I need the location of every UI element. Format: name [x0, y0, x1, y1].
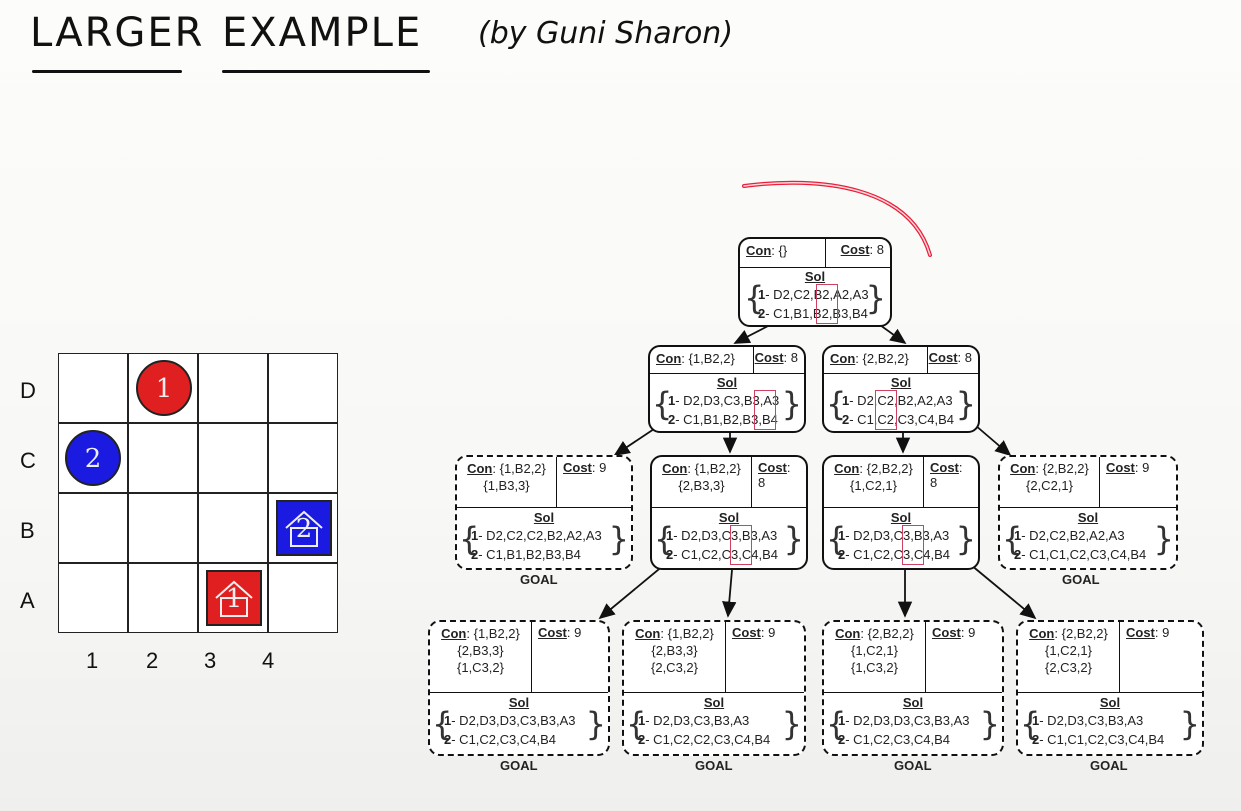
title-word-larger: LARGER — [30, 10, 205, 56]
cell-d3 — [198, 353, 268, 423]
conflict-highlight — [816, 284, 838, 324]
title-credit: (by Guni Sharon) — [478, 16, 734, 51]
conflict-highlight — [730, 525, 752, 565]
goal-1-house-icon: 1 — [206, 570, 262, 626]
tree-node-l1a: Con: {1,B2,2} Cost: 8 Sol { } 1- D2,D3,C… — [648, 345, 806, 433]
conflict-highlight — [875, 390, 897, 430]
edge-root-l1b — [879, 324, 907, 345]
title-underline-1 — [32, 70, 182, 73]
goal-label-l3a: GOAL — [500, 758, 538, 773]
agent-2-smiley-icon: 2 — [65, 430, 121, 486]
col-label-4: 4 — [262, 648, 275, 673]
goal-label-l2a: GOAL — [520, 572, 558, 587]
goal-label-l3d: GOAL — [1090, 758, 1128, 773]
grid-map: 1 2 2 1 — [58, 353, 340, 635]
edge-l1b-l2d — [974, 424, 1012, 457]
cell-a1 — [58, 563, 128, 633]
tree-node-l3b: Con: {1,B2,2}{2,B3,3}{2,C3,2} Cost: 9 So… — [622, 620, 806, 756]
row-label-d: D — [20, 378, 36, 403]
tree-node-l2b: Con: {1,B2,2}{2,B3,3} Cost: 8 Sol { } 1-… — [650, 455, 808, 570]
goal-2-house-icon: 2 — [276, 500, 332, 556]
cell-c2 — [128, 423, 198, 493]
agent-1-smiley-icon: 1 — [136, 360, 192, 416]
edge-root-l1a — [733, 324, 771, 344]
conflict-highlight — [754, 390, 776, 430]
col-label-3: 3 — [204, 648, 217, 673]
cell-d1 — [58, 353, 128, 423]
col-label-2: 2 — [146, 648, 159, 673]
cell-b1 — [58, 493, 128, 563]
tree-node-l2d: Con: {2,B2,2}{2,C2,1} Cost: 9 Sol { } 1-… — [998, 455, 1178, 570]
cell-c4 — [268, 423, 338, 493]
cell-d4 — [268, 353, 338, 423]
tree-node-l1b: Con: {2,B2,2} Cost: 8 Sol { } 1- D2,C2,B… — [822, 345, 980, 433]
cell-a2 — [128, 563, 198, 633]
tree-node-root: Con: {} Cost: 8 Sol { } 1- D2,C2,B2,A2,A… — [738, 237, 892, 327]
title-word-example: EXAMPLE — [222, 10, 423, 56]
cell-a4 — [268, 563, 338, 633]
row-label-c: C — [20, 448, 36, 473]
tree-node-l3c: Con: {2,B2,2}{1,C2,1}{1,C3,2} Cost: 9 So… — [822, 620, 1004, 756]
tree-node-l3a: Con: {1,B2,2}{2,B3,3}{1,C3,2} Cost: 9 So… — [428, 620, 610, 756]
col-label-1: 1 — [86, 648, 99, 673]
row-label-b: B — [20, 518, 35, 543]
cell-b2 — [128, 493, 198, 563]
conflict-highlight — [902, 525, 924, 565]
tree-node-l2a: Con: {1,B2,2}{1,B3,3} Cost: 9 Sol { } 1-… — [455, 455, 633, 570]
row-label-a: A — [20, 588, 35, 613]
title-underline-2 — [222, 70, 430, 73]
goal-label-l3b: GOAL — [695, 758, 733, 773]
edge-l2b-l3b — [722, 569, 737, 618]
cell-c3 — [198, 423, 268, 493]
goal-label-l3c: GOAL — [894, 758, 932, 773]
tree-node-l2c: Con: {2,B2,2}{1,C2,1} Cost: 8 Sol { } 1-… — [822, 455, 980, 570]
tree-node-l3d: Con: {2,B2,2}{1,C2,1}{2,C3,2} Cost: 9 So… — [1016, 620, 1204, 756]
cell-b3 — [198, 493, 268, 563]
goal-label-l2d: GOAL — [1062, 572, 1100, 587]
